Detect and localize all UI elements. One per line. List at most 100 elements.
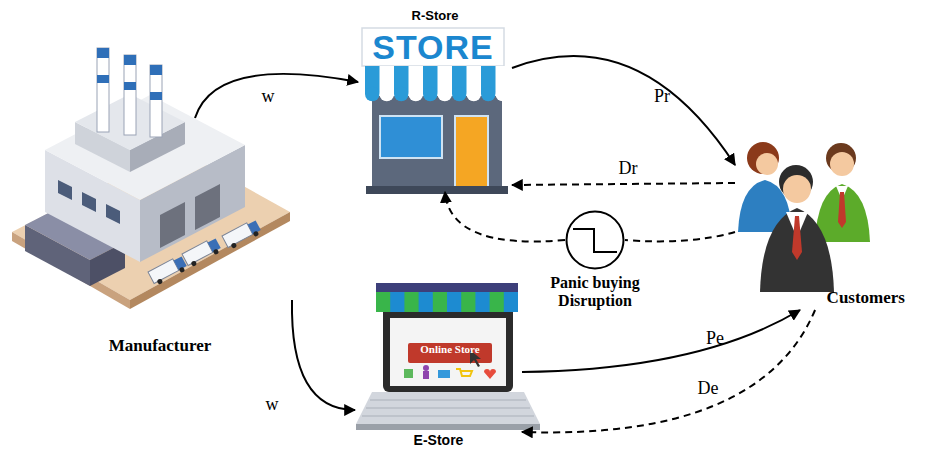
customers-illustration xyxy=(760,208,834,292)
store-illustration xyxy=(496,87,511,102)
factory-illustration xyxy=(230,242,237,249)
customers-node: Customers xyxy=(735,140,905,310)
factory-illustration xyxy=(222,219,262,251)
factory-illustration xyxy=(58,180,72,200)
customers-illustration xyxy=(815,184,870,242)
laptop-illustration xyxy=(362,400,534,416)
flow-arrow xyxy=(292,300,355,410)
laptop-illustration xyxy=(376,283,518,292)
factory-illustration xyxy=(160,202,185,248)
laptop-illustration xyxy=(484,369,496,379)
edge-label: w xyxy=(262,86,275,107)
store-illustration xyxy=(362,28,510,194)
store-illustration xyxy=(380,87,511,102)
edge-label: w xyxy=(266,394,279,415)
factory-illustration xyxy=(124,55,136,65)
factory-illustration xyxy=(12,48,290,309)
laptop-illustration xyxy=(447,292,461,312)
store-illustration xyxy=(366,186,508,194)
flow-arrow xyxy=(512,56,735,165)
store-illustration xyxy=(481,87,496,102)
dashed-connector xyxy=(512,183,735,185)
factory-illustration xyxy=(150,65,162,75)
customers-illustration xyxy=(747,142,779,174)
factory-illustration xyxy=(97,48,109,58)
laptop-illustration xyxy=(423,365,429,371)
factory-illustration xyxy=(124,82,136,90)
node-label: R-Store xyxy=(358,8,512,23)
store-illustration xyxy=(438,87,453,102)
factory-illustration xyxy=(97,48,109,132)
customers-illustration xyxy=(792,216,802,260)
customers-illustration xyxy=(783,175,811,203)
store-illustration xyxy=(409,87,424,102)
step-symbol xyxy=(573,229,617,252)
laptop-illustration xyxy=(362,416,534,417)
laptop-illustration xyxy=(404,369,413,378)
store-illustration xyxy=(380,116,442,158)
circle-outline xyxy=(567,212,624,269)
edge-label: Dr xyxy=(619,158,638,179)
edge-label: De xyxy=(698,378,719,399)
edge-label: Pr xyxy=(654,86,670,107)
laptop-illustration xyxy=(376,292,518,312)
node-label: Panic buying Disruption xyxy=(533,274,657,310)
laptop-illustration xyxy=(390,292,404,312)
factory-illustration xyxy=(148,259,179,284)
laptop-illustration xyxy=(356,283,540,430)
dashed-connector xyxy=(445,192,565,241)
store-illustration xyxy=(455,116,488,188)
laptop-illustration xyxy=(370,400,526,401)
customers-illustration xyxy=(830,152,854,176)
laptop-illustration xyxy=(408,343,492,363)
circle-outline xyxy=(565,210,625,270)
factory-illustration xyxy=(253,230,260,237)
store-illustration xyxy=(394,87,409,102)
dashed-connector xyxy=(625,232,735,241)
flow-arrow xyxy=(195,74,358,118)
laptop-illustration xyxy=(504,292,518,312)
factory-illustration xyxy=(195,184,220,230)
customers-illustration xyxy=(756,153,778,175)
store-illustration xyxy=(423,87,438,102)
factory-illustration xyxy=(150,65,162,137)
factory-illustration xyxy=(148,255,188,287)
store-illustration xyxy=(365,66,496,101)
factory-illustration xyxy=(182,241,213,266)
laptop-illustration xyxy=(390,292,518,312)
factory-illustration xyxy=(213,248,220,255)
factory-illustration xyxy=(190,260,197,267)
laptop-illustration xyxy=(356,424,540,430)
factory-illustration xyxy=(156,278,163,285)
customers-illustration xyxy=(838,192,846,228)
store-illustration xyxy=(380,87,395,102)
flow-arrow xyxy=(522,310,800,372)
factory-illustration xyxy=(179,266,186,273)
laptop-illustration xyxy=(390,318,506,386)
laptop-illustration xyxy=(456,369,472,376)
edge-label: Pe xyxy=(706,328,724,349)
customers-illustration xyxy=(738,142,870,292)
factory-illustration xyxy=(45,95,245,200)
store-illustration xyxy=(372,96,502,188)
online-button: Online Store xyxy=(408,343,492,363)
dashed-connector xyxy=(522,310,815,432)
factory-illustration xyxy=(97,75,109,83)
factory-node: Manufacturer xyxy=(10,118,292,358)
node-label: E-Store xyxy=(355,432,522,448)
store-sign: STORE xyxy=(362,28,504,66)
laptop-node: E-Store Online Store xyxy=(355,288,522,452)
store-illustration xyxy=(365,87,380,102)
factory-illustration xyxy=(222,223,253,248)
store-illustration xyxy=(362,28,504,66)
laptop-illustration xyxy=(356,392,540,424)
laptop-illustration xyxy=(419,292,433,312)
disruption-circle: Panic buying Disruption xyxy=(565,210,625,270)
node-label: Manufacturer xyxy=(95,336,225,356)
store-illustration xyxy=(467,87,482,102)
factory-illustration xyxy=(150,92,162,100)
